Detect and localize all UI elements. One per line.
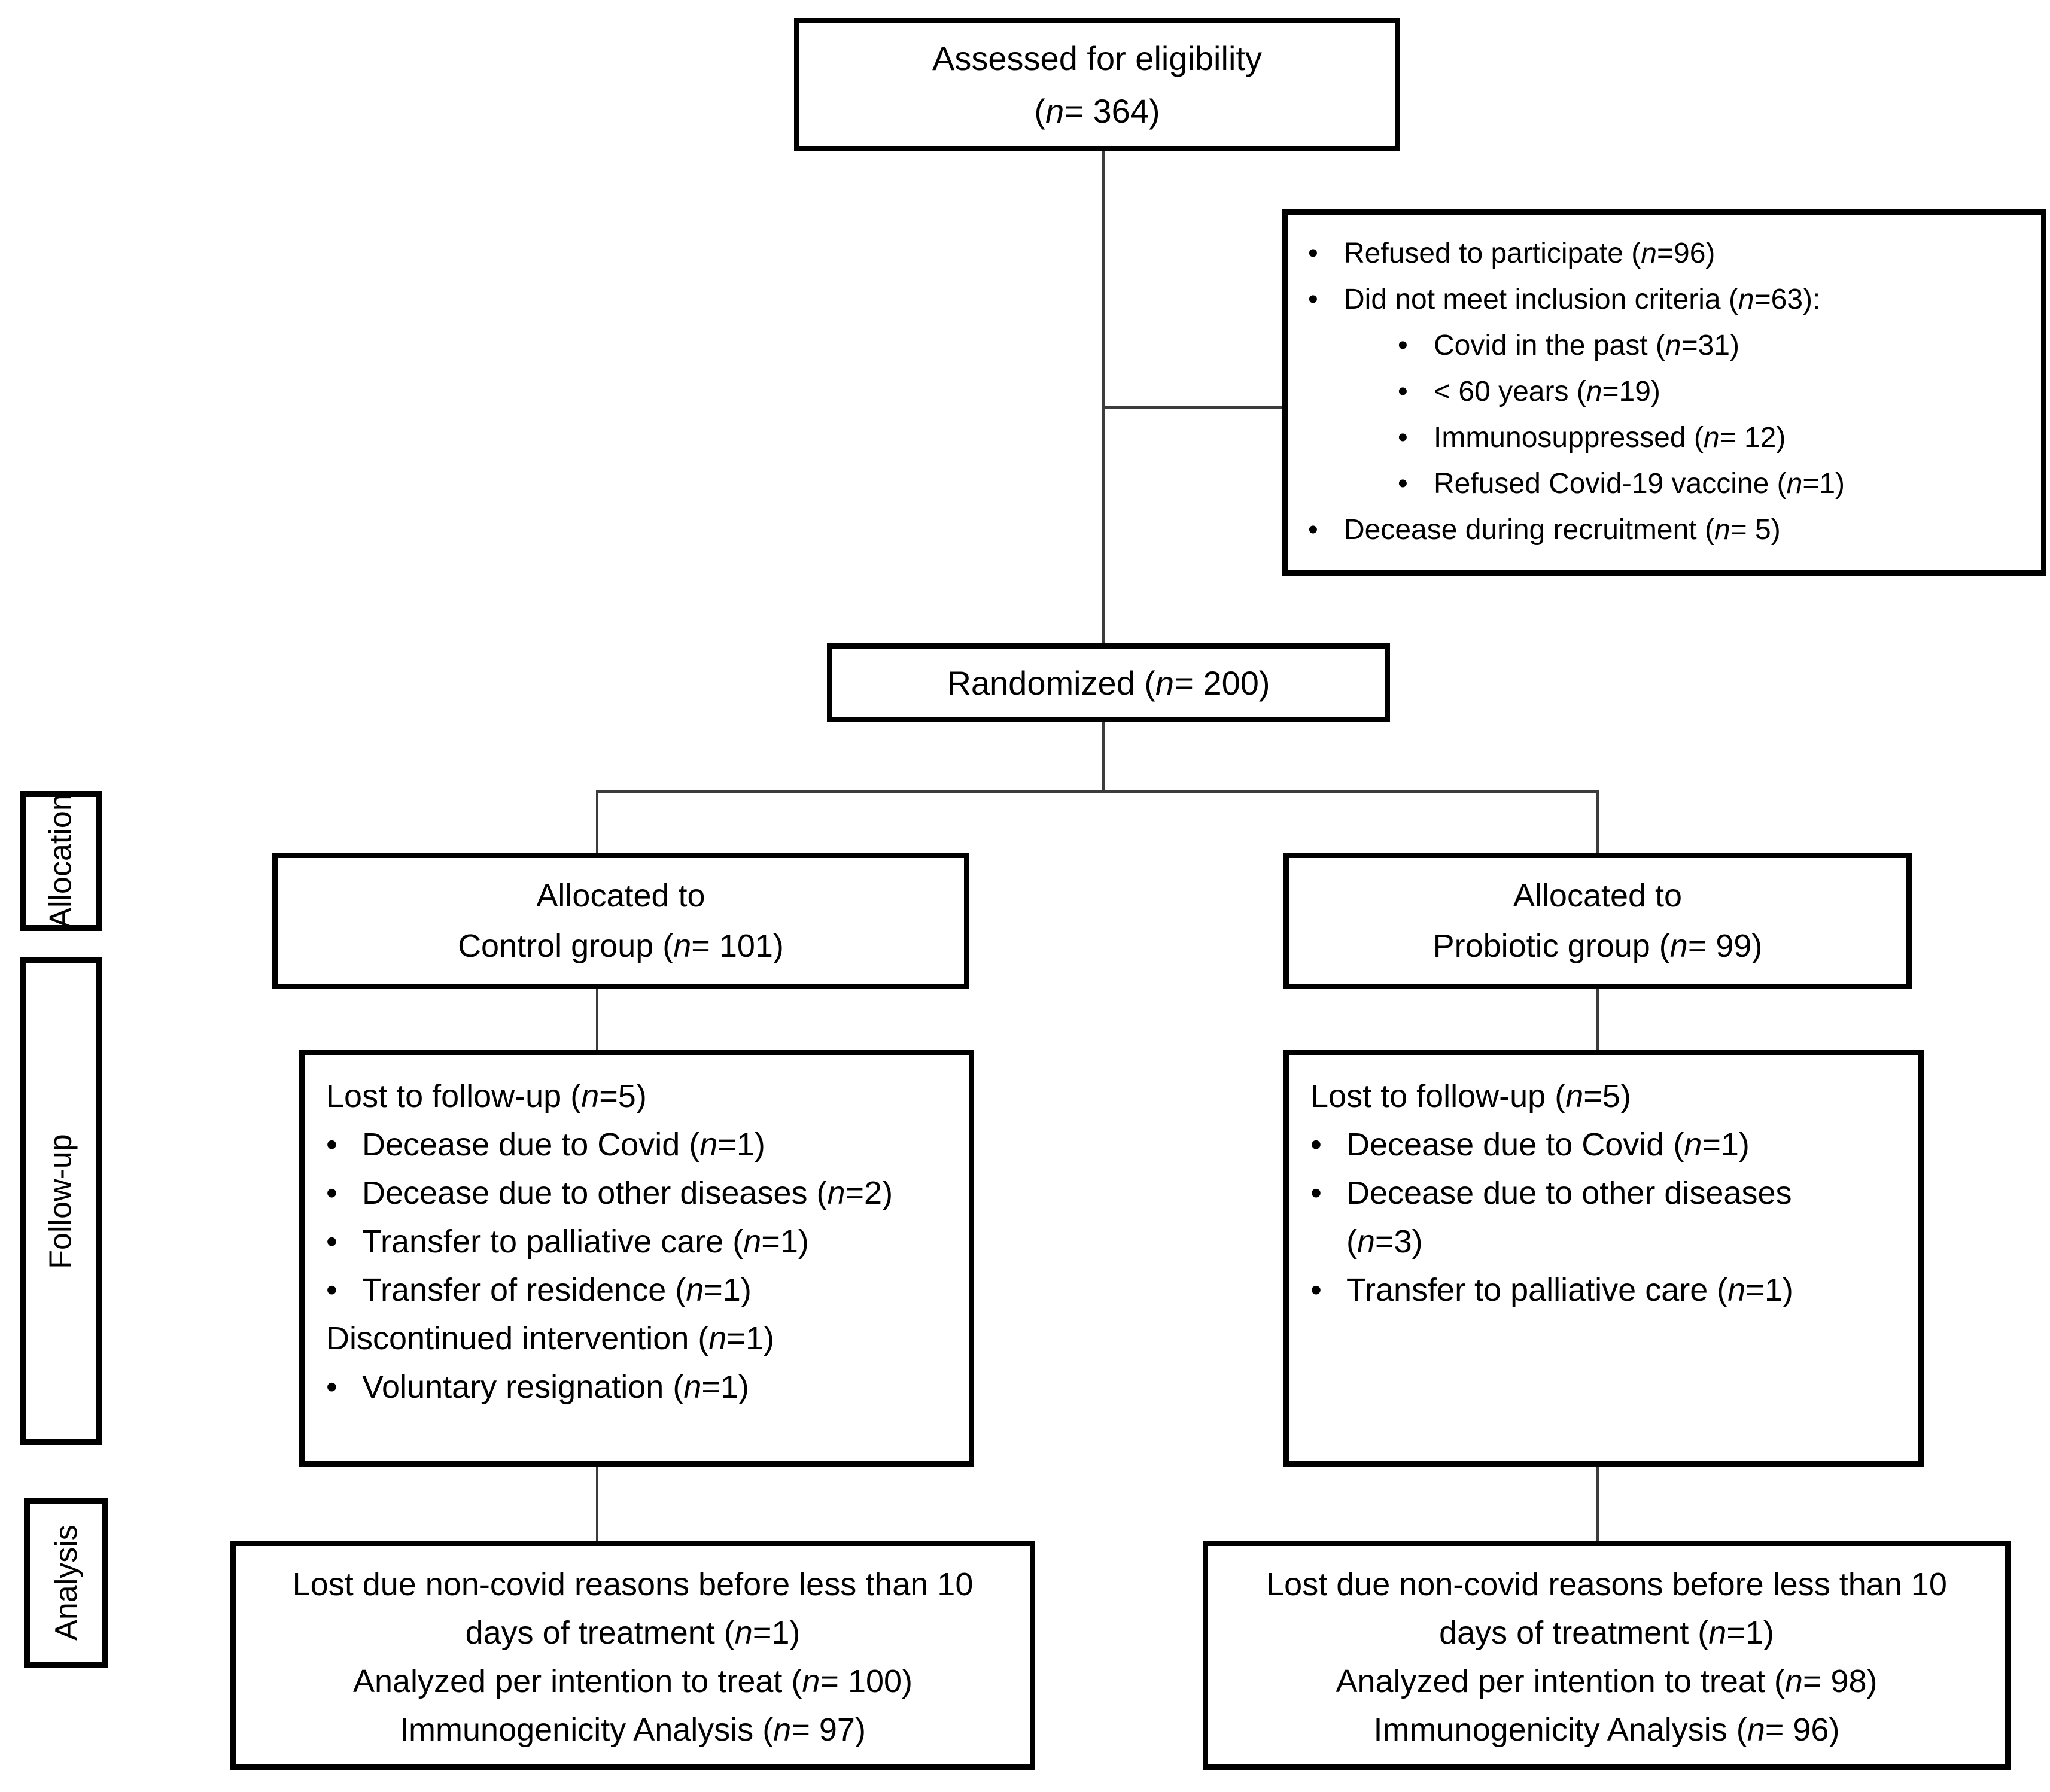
followup-control-item: • Transfer to palliative care (n=1) [326, 1218, 921, 1266]
connector-control-followup-to-analysis [596, 1467, 598, 1541]
box-analysis-control: Lost due non-covid reasons before less t… [230, 1541, 1035, 1770]
bullet-marker: • [326, 1175, 337, 1211]
bullet-marker: • [1398, 376, 1408, 407]
stage-label-analysis: Analysis [24, 1498, 108, 1668]
alloc-probiotic-line1: Allocated to [1513, 878, 1683, 914]
bullet-marker: • [1310, 1127, 1322, 1163]
box-analysis-probiotic: Lost due non-covid reasons before less t… [1203, 1541, 2011, 1770]
box-followup-control: Lost to follow-up (n=5) • Decease due to… [299, 1050, 974, 1467]
followup-control-item: • Transfer of residence (n=1) [326, 1266, 921, 1315]
connector-split-horizontal [596, 790, 1599, 793]
connector-down-probiotic-alloc [1596, 790, 1599, 853]
bullet-marker: • [1308, 514, 1318, 546]
connector-probiotic-followup-to-analysis [1596, 1467, 1599, 1541]
bullet-marker: • [1398, 330, 1408, 361]
bullet-marker: • [1308, 284, 1318, 315]
bullet-marker: • [1398, 422, 1408, 454]
stage-label-analysis-text: Analysis [48, 1525, 84, 1641]
connector-down-control-alloc [596, 790, 598, 853]
bullet-marker: • [1308, 238, 1318, 269]
bullet-marker: • [1310, 1272, 1322, 1308]
alloc-probiotic-line2: Probiotic group (n= 99) [1432, 928, 1763, 964]
assessed-line2: (n= 364) [1034, 92, 1160, 130]
excluded-item: • Did not meet inclusion criteria (n=63)… [1308, 276, 2031, 323]
followup-probiotic-header: Lost to follow-up (n=5) [1310, 1078, 1631, 1114]
excluded-subitem: • Covid in the past (n=31) [1398, 323, 2031, 369]
followup-probiotic-item: • Transfer to palliative care (n=1) [1310, 1266, 1829, 1315]
bullet-marker: • [326, 1127, 337, 1163]
bullet-marker: • [1398, 468, 1408, 500]
box-followup-probiotic: Lost to follow-up (n=5) • Decease due to… [1283, 1050, 1924, 1467]
connector-randomized-down [1102, 722, 1105, 791]
alloc-control-line1: Allocated to [536, 878, 705, 914]
analysis-probiotic-item: Immunogenicity Analysis (n= 96) [1373, 1712, 1840, 1748]
followup-control-item: • Decease due to Covid (n=1) [326, 1121, 921, 1169]
stage-label-followup-text: Follow-up [44, 1133, 79, 1269]
connector-control-alloc-to-followup [596, 989, 598, 1050]
stage-label-followup: Follow-up [20, 957, 102, 1445]
box-randomized: Randomized (n= 200) [827, 643, 1390, 722]
analysis-control-item: Lost due non-covid reasons before less t… [292, 1566, 974, 1651]
followup-control-item: • Decease due to other diseases (n=2) [326, 1169, 921, 1218]
analysis-control-item: Analyzed per intention to treat (n= 100) [352, 1663, 913, 1699]
box-allocated-probiotic: Allocated to Probiotic group (n= 99) [1283, 853, 1912, 989]
excluded-item: • Decease during recruitment (n= 5) [1308, 507, 2031, 553]
excluded-item: • Refused to participate (n=96) [1308, 230, 2031, 276]
followup-probiotic-item: • Decease due to other diseases (n=3) [1310, 1169, 1829, 1266]
analysis-control-item: Immunogenicity Analysis (n= 97) [400, 1712, 866, 1748]
randomized-text: Randomized (n= 200) [947, 664, 1270, 702]
followup-control-header: Lost to follow-up (n=5) [326, 1078, 647, 1114]
stage-label-allocation-text: Allocation [44, 793, 78, 929]
followup-probiotic-item: • Decease due to Covid (n=1) [1310, 1121, 1829, 1169]
followup-control-item: • Voluntary resignation (n=1) [326, 1363, 921, 1411]
box-assessed-for-eligibility: Assessed for eligibility (n= 364) [794, 18, 1400, 151]
alloc-control-line2: Control group (n= 101) [458, 928, 784, 964]
box-excluded: • Refused to participate (n=96) • Did no… [1282, 209, 2046, 576]
connector-probiotic-alloc-to-followup [1596, 989, 1599, 1050]
connector-to-excluded [1102, 406, 1282, 409]
bullet-marker: • [326, 1224, 337, 1259]
assessed-line1: Assessed for eligibility [932, 39, 1262, 77]
box-allocated-control: Allocated to Control group (n= 101) [272, 853, 969, 989]
analysis-probiotic-item: Lost due non-covid reasons before less t… [1266, 1566, 1947, 1651]
excluded-subitem: • Refused Covid-19 vaccine (n=1) [1398, 461, 2031, 507]
followup-control-subheader: Discontinued intervention (n=1) [326, 1321, 774, 1356]
bullet-marker: • [326, 1272, 337, 1308]
analysis-probiotic-item: Analyzed per intention to treat (n= 98) [1336, 1663, 1878, 1699]
stage-label-allocation: Allocation [20, 791, 102, 931]
excluded-subitem: • Immunosuppressed (n= 12) [1398, 415, 2031, 461]
bullet-marker: • [326, 1369, 337, 1405]
bullet-marker: • [1310, 1175, 1322, 1211]
connector-assessed-to-randomized [1102, 151, 1105, 643]
excluded-subitem: • < 60 years (n=19) [1398, 369, 2031, 415]
